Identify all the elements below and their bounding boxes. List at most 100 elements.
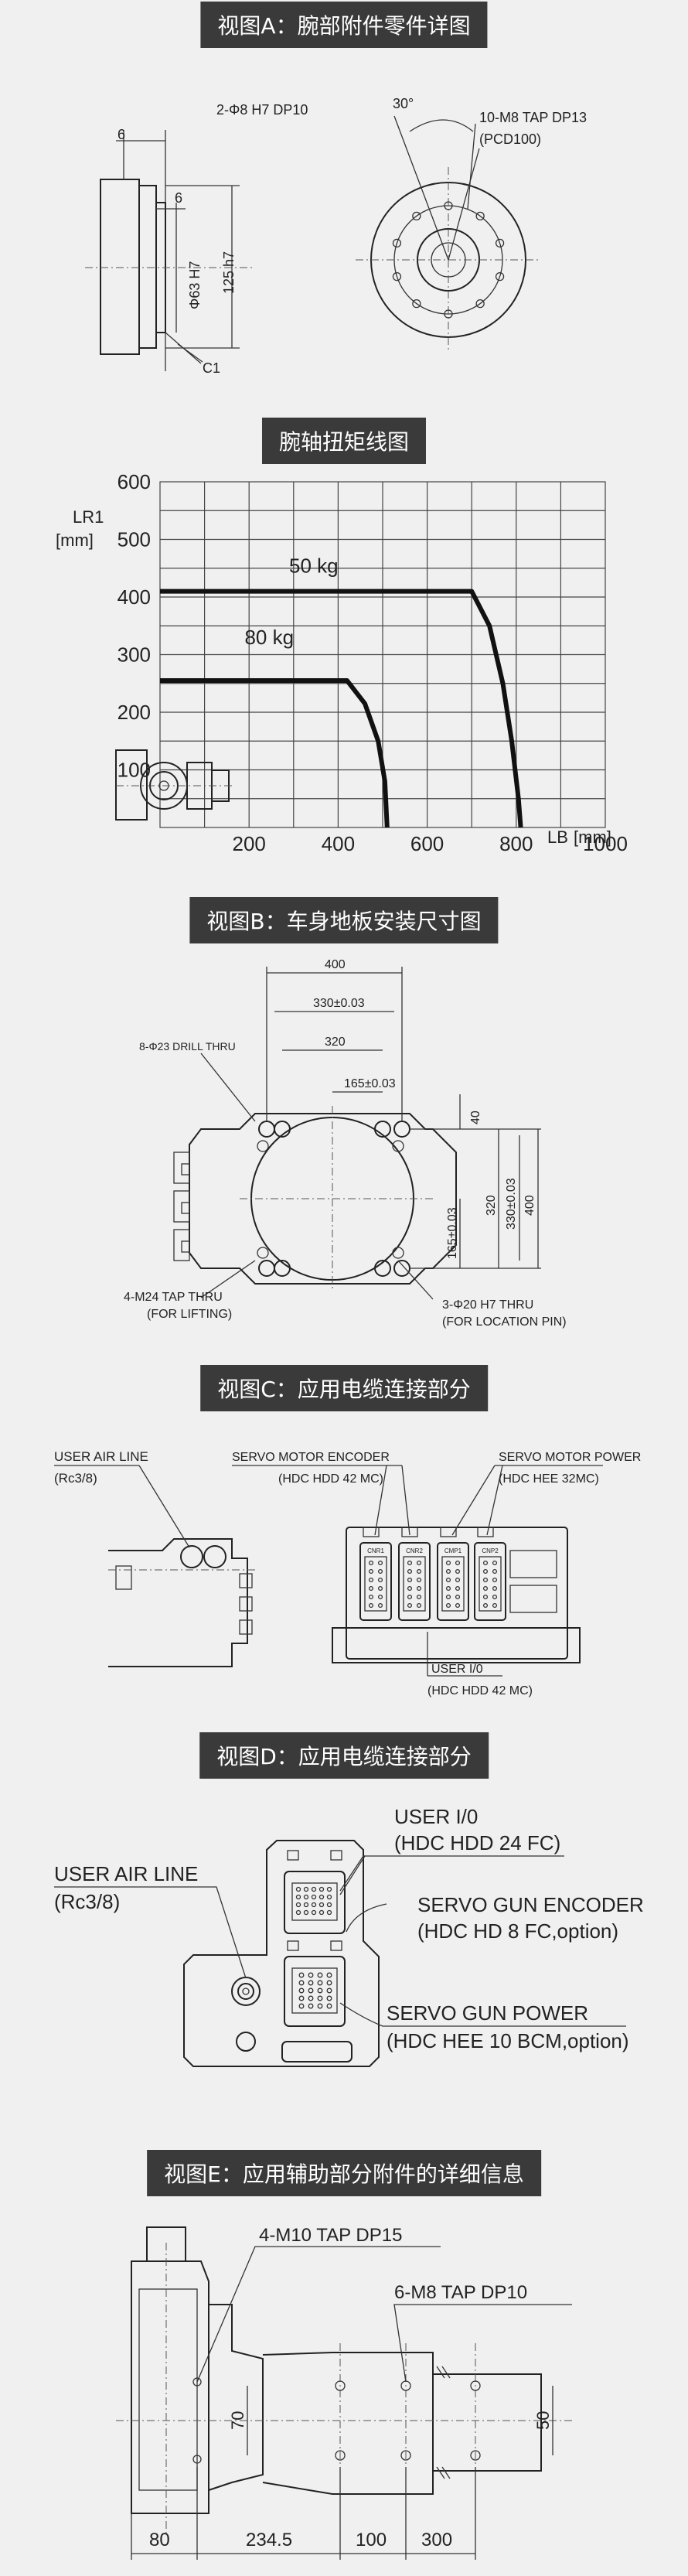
dim-6-mid: 6 (175, 190, 182, 206)
power-pin (326, 1972, 332, 1978)
io-pin (303, 1909, 309, 1916)
connector-pin (492, 1594, 498, 1600)
connector-insert (479, 1556, 502, 1612)
front-bolt-holes (392, 201, 505, 319)
view-b-section: 视图B：车身地板安装尺寸图 (0, 897, 688, 1346)
d-air-line-spec: (Rc3/8) (54, 1890, 120, 1913)
connector-pin (492, 1577, 498, 1583)
view-d-title: 视图D：应用电缆连接部分 (199, 1732, 489, 1779)
connector-pin (416, 1602, 422, 1609)
connector-label: CNR2 (406, 1547, 423, 1554)
bolt-hole (495, 238, 505, 248)
connector-pin (482, 1594, 489, 1600)
io-pin (303, 1902, 309, 1908)
io-pin (326, 1909, 332, 1916)
dim-100: 100 (356, 2530, 387, 2550)
connector-pin (445, 1577, 451, 1583)
gun-power-label: SERVO GUN POWER (387, 2001, 588, 2025)
dim-234: 234.5 (246, 2530, 292, 2550)
power-pin (317, 1987, 323, 1994)
dim-165: 165±0.03 (344, 1077, 396, 1090)
connector-pin (368, 1594, 374, 1600)
connector-pin (368, 1577, 374, 1583)
angle-30: 30° (393, 96, 414, 111)
bolt-hole (495, 271, 505, 281)
power-pin (298, 1972, 305, 1978)
connector-pin (445, 1560, 451, 1566)
view-e-drawing: 4-M10 TAP DP15 6-M8 TAP DP10 70 50 80 23… (116, 2225, 572, 2560)
gun-power-spec: (HDC HEE 10 BCM,option) (387, 2029, 629, 2052)
forearm-body (116, 2226, 572, 2537)
wrist-front-view (356, 115, 541, 353)
io-pin (303, 1894, 309, 1900)
tap-m8-label: 6-M8 TAP DP10 (394, 2282, 527, 2303)
lift-note: (FOR LIFTING) (147, 1308, 232, 1321)
connector-pin (368, 1568, 374, 1575)
view-e-title: 视图E：应用辅助部分附件的详细信息 (147, 2150, 541, 2196)
view-b-title: 视图B：车身地板安装尺寸图 (189, 897, 499, 943)
connector-pin (445, 1585, 451, 1592)
connector-pin (492, 1585, 498, 1592)
bolt-hole (412, 211, 421, 221)
connector-insert (403, 1556, 426, 1612)
io-pin (295, 1894, 301, 1900)
y-tick-label: 300 (118, 643, 151, 667)
connector-label: CNP2 (482, 1547, 499, 1554)
gun-encoder-spec: (HDC HD 8 FC,option) (417, 1919, 618, 1943)
connector-pin (482, 1585, 489, 1592)
connector-pin (455, 1602, 461, 1609)
connector-pin (416, 1560, 422, 1566)
connector-pin (482, 1568, 489, 1575)
power-pin (317, 1980, 323, 1986)
bolt-hole (475, 299, 485, 309)
dowel-callout: 2-Φ8 H7 DP10 (216, 102, 308, 118)
dim-330v: 330±0.03 (505, 1178, 518, 1230)
dim-70: 70 (228, 2411, 247, 2430)
view-a-drawing: 6 6 Φ63 H7 125 h7 C1 2-Φ8 H7 DP10 10-M8 … (85, 96, 587, 376)
tap-callout: 10-M8 TAP DP13 (479, 110, 587, 125)
connector-pin (455, 1568, 461, 1575)
bolt-hole (444, 201, 453, 210)
connector-pin (416, 1585, 422, 1592)
dim-50: 50 (533, 2411, 553, 2430)
connector-pin (377, 1568, 383, 1575)
y-axis-label-main: LR1 (73, 507, 104, 527)
lift-tap-callout: 4-M24 TAP THRU (124, 1291, 223, 1304)
dim-6-top: 6 (118, 127, 125, 142)
wrist-side-view (85, 130, 255, 371)
connector-pin (492, 1560, 498, 1566)
x-tick-label: 800 (499, 832, 533, 855)
d-user-io-label: USER I/0 (394, 1805, 478, 1828)
connector-insert (364, 1556, 387, 1612)
io-pin (295, 1886, 301, 1892)
series-line (160, 678, 390, 828)
dim-330: 330±0.03 (313, 997, 365, 1010)
dim-phi63: Φ63 H7 (187, 261, 203, 309)
connector-label: CMP1 (444, 1547, 462, 1554)
y-tick-label: 400 (118, 585, 151, 609)
air-line-label: USER AIR LINE (54, 1449, 148, 1464)
io-pin (326, 1886, 332, 1892)
x-tick-label: 1000 (583, 832, 628, 855)
chamfer-c1: C1 (203, 360, 220, 376)
connector-pin (455, 1560, 461, 1566)
connector-pin (455, 1594, 461, 1600)
bottom-dims (131, 2467, 476, 2560)
encoder-spec: (HDC HDD 42 MC) (278, 1472, 383, 1486)
series-label: 50 kg (289, 554, 339, 578)
connector-housing (474, 1542, 506, 1621)
connector-pin (407, 1594, 413, 1600)
io-pin (311, 1894, 317, 1900)
power-pin (308, 1980, 314, 1986)
connector-pin (445, 1568, 451, 1575)
panel-pins (295, 1886, 332, 2009)
bolt-hole (392, 271, 402, 281)
gun-encoder-label: SERVO GUN ENCODER (417, 1893, 644, 1916)
y-tick-label: 100 (118, 759, 151, 782)
io-pin (295, 1902, 301, 1908)
power-pin (308, 1995, 314, 2001)
view-e-section: 视图E：应用辅助部分附件的详细信息 (0, 2150, 688, 2576)
